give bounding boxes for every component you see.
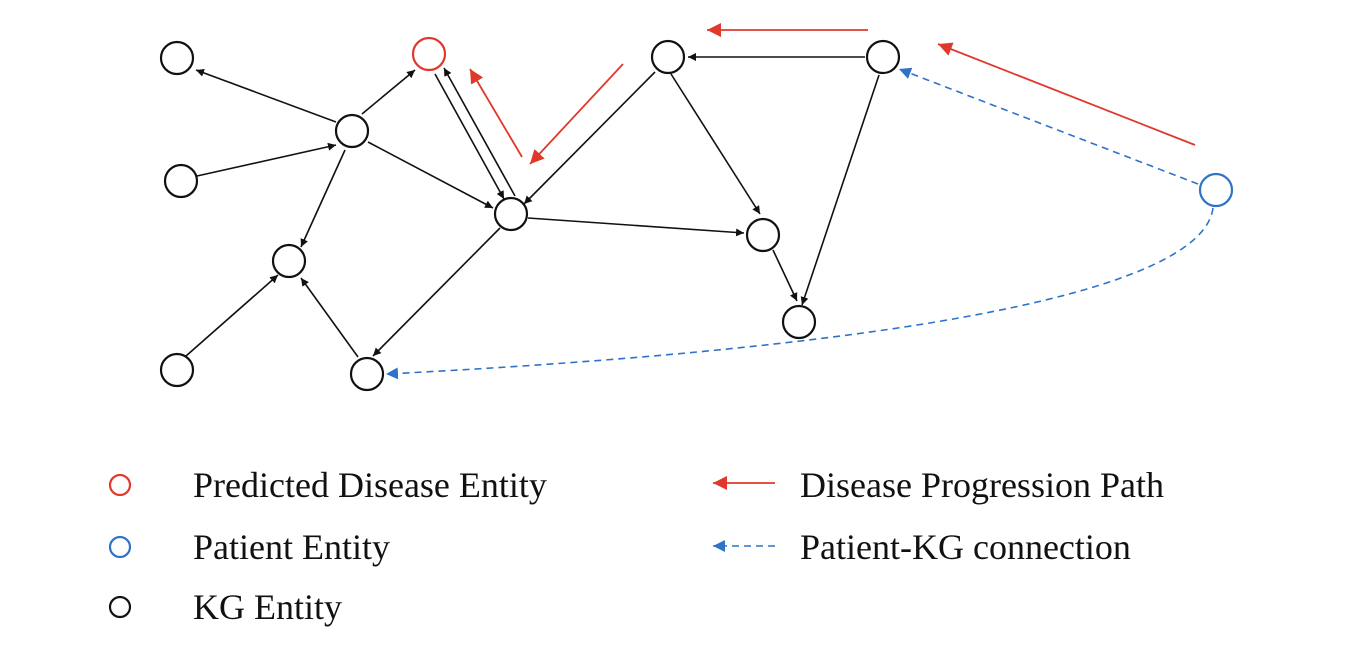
- legend-label-predicted-disease: Predicted Disease Entity: [193, 465, 547, 505]
- predicted-disease-node: [411, 36, 447, 72]
- legend-item-predicted-disease: Predicted Disease Entity: [108, 465, 547, 505]
- legend-blue-circle-icon: [108, 535, 132, 559]
- edge-e: [300, 149, 346, 248]
- kg-node: [163, 163, 199, 199]
- edge-f: [434, 73, 505, 200]
- edge-i: [527, 217, 745, 237]
- edge-o: [185, 274, 279, 357]
- legend-red-circle-icon: [108, 473, 132, 497]
- edge-d: [367, 141, 494, 209]
- progression-arrow-3: [529, 63, 624, 165]
- patient-connection-2: [385, 207, 1214, 380]
- kg-edges: [185, 53, 880, 358]
- legend-item-kg: KG Entity: [108, 587, 342, 627]
- patient-node: [1198, 172, 1234, 208]
- kg-node: [781, 304, 817, 340]
- edge-c: [361, 69, 416, 115]
- kg-node: [493, 196, 529, 232]
- patient-connection-1: [898, 67, 1199, 185]
- kg-node: [334, 113, 370, 149]
- edge-l: [670, 73, 761, 215]
- kg-node: [745, 217, 781, 253]
- edge-j: [372, 227, 501, 357]
- edge-n: [772, 249, 798, 302]
- kg-node: [159, 352, 195, 388]
- kg-nodes: [159, 36, 1234, 392]
- edge-b: [196, 142, 337, 177]
- legend-label-progression: Disease Progression Path: [800, 465, 1164, 505]
- progression-arrow-1: [937, 42, 1196, 146]
- edge-p: [300, 277, 359, 358]
- legend-item-patient-connection: Patient-KG connection: [713, 527, 1131, 567]
- edge-h: [523, 71, 656, 205]
- legend: Predicted Disease Entity Patient Entity …: [108, 465, 1164, 627]
- edge-a: [195, 69, 337, 123]
- kg-node: [865, 39, 901, 75]
- disease-progression-path: [469, 23, 1196, 165]
- legend-label-patient-connection: Patient-KG connection: [800, 527, 1131, 567]
- legend-item-progression: Disease Progression Path: [713, 465, 1164, 505]
- progression-arrow-4: [469, 68, 523, 158]
- patient-kg-connections: [385, 67, 1214, 380]
- kg-node: [159, 40, 195, 76]
- kg-node: [349, 356, 385, 392]
- edge-g: [443, 67, 516, 197]
- legend-label-kg: KG Entity: [193, 587, 342, 627]
- legend-black-circle-icon: [108, 595, 132, 619]
- legend-item-patient: Patient Entity: [108, 527, 390, 567]
- kg-node: [650, 39, 686, 75]
- legend-label-patient: Patient Entity: [193, 527, 390, 567]
- edge-m: [800, 74, 880, 306]
- kg-node: [271, 243, 307, 279]
